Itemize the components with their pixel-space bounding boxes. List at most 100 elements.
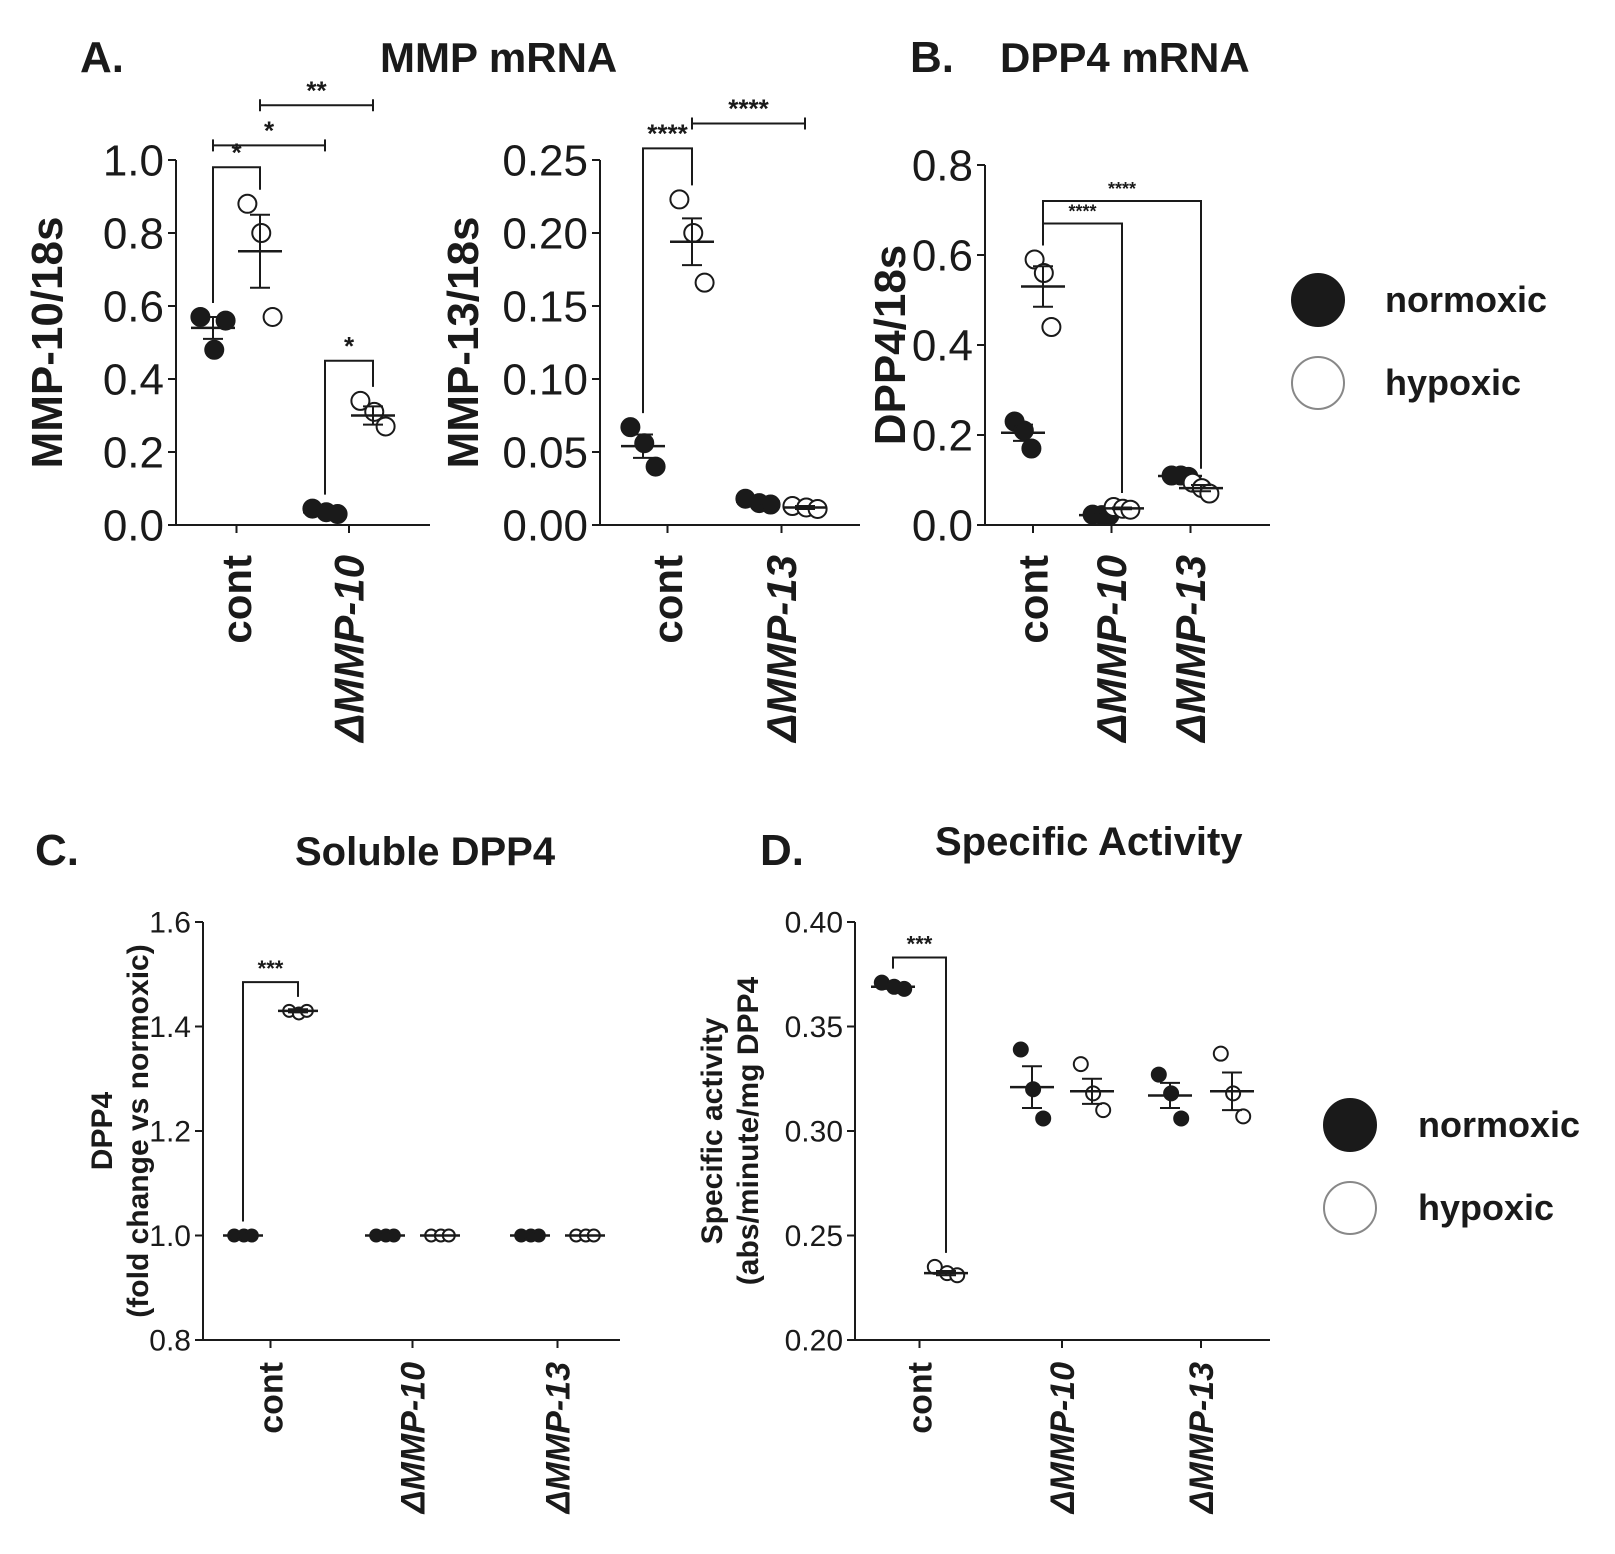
x-category-label: ΔMMP-13 [539,1362,577,1515]
data-point-hypoxic [1235,1108,1252,1125]
sig-label: **** [1068,202,1096,222]
data-point-hypoxic [262,306,283,327]
y-tick-label: 1.0 [103,136,164,185]
data-point-normoxic [634,433,655,454]
legend-hypoxic-marker [1291,356,1345,410]
y-tick-label: 0.15 [502,282,588,331]
data-point-normoxic [1025,1081,1042,1098]
y-tick-label: 0.6 [103,282,164,331]
y-tick-label: 1.0 [149,1220,191,1253]
y-tick-label: 0.20 [785,1325,843,1358]
x-category-label: cont [213,555,260,644]
panel-a-title: MMP mRNA [380,34,617,81]
data-point-normoxic [1012,1041,1029,1058]
y-axis-label: Specific activity [696,1017,729,1244]
legend-bottom: normoxic hypoxic [1323,1098,1580,1235]
x-category-label: cont [1010,555,1057,644]
y-tick-label: 0.25 [502,136,588,185]
data-point-hypoxic [1041,317,1062,337]
x-category-label: ΔMMP-10 [394,1362,432,1515]
legend-hypoxic-marker-2 [1323,1181,1377,1235]
sig-bracket [1042,200,1202,469]
y-tick-label: 0.10 [502,355,588,404]
y-tick-label: 0.8 [103,209,164,258]
sig-label: **** [647,118,688,148]
sig-bracket [324,359,374,495]
x-category-label: cont [644,555,691,644]
sig-bracket [1042,222,1123,493]
y-tick-label: 0.20 [502,209,588,258]
data-point-hypoxic [237,193,258,214]
panel-a-letter: A. [80,33,124,82]
sig-label: **** [1108,179,1136,199]
data-point-normoxic [1173,1110,1190,1127]
y-tick-label: 0.6 [912,231,973,280]
sig-label: * [264,115,275,145]
data-point-hypoxic [694,272,715,293]
sig-bracket [642,147,693,414]
x-category-label: cont [901,1362,939,1434]
x-category-label: ΔMMP-13 [758,555,805,744]
legend-hypoxic-label: hypoxic [1385,362,1521,403]
y-axis-label: DPP4 [86,1092,119,1171]
data-point-normoxic [620,417,641,438]
panel-b-letter: B. [910,33,954,82]
legend-top: normoxic hypoxic [1291,273,1547,410]
sig-label: *** [258,956,284,981]
legend-normoxic-marker [1291,273,1345,327]
sig-label: **** [728,94,769,124]
sig-bracket [212,166,261,303]
data-point-normoxic [1021,438,1042,459]
legend-normoxic-label-2: normoxic [1418,1104,1580,1145]
sig-label: * [231,137,242,167]
data-point-normoxic [1035,1110,1052,1127]
x-category-label: ΔMMP-10 [1044,1362,1082,1515]
y-axis-label: MMP-13/18s [439,217,488,469]
y-axis-label: DPP4/18s [866,245,915,446]
data-point-hypoxic [1024,249,1045,270]
data-point-normoxic [204,339,225,360]
sig-label: ** [306,75,327,105]
y-axis-label-2: (abs/minute/mg DPP4 [732,976,765,1285]
y-tick-label: 0.40 [785,907,843,940]
y-tick-label: 1.2 [149,1116,191,1149]
data-point-normoxic [760,494,781,515]
data-point-hypoxic [1212,1045,1229,1062]
y-tick-label: 0.0 [912,501,973,550]
y-tick-label: 0.4 [912,321,973,370]
x-category-label: cont [252,1362,290,1434]
data-point-hypoxic [1095,1102,1112,1119]
y-tick-label: 1.4 [149,1011,191,1044]
y-tick-label: 0.35 [785,1011,843,1044]
y-tick-label: 0.2 [912,411,973,460]
legend-normoxic-marker-2 [1323,1098,1377,1152]
y-tick-label: 0.05 [502,428,588,477]
legend-normoxic-label: normoxic [1385,279,1547,320]
x-category-label: ΔMMP-10 [326,555,373,744]
y-tick-label: 0.00 [502,501,588,550]
panel-d-letter: D. [760,826,804,875]
sig-bracket [242,981,299,1222]
panel-d-title: Specific Activity [935,820,1243,864]
sig-label: *** [907,932,933,957]
x-category-label: ΔMMP-13 [1183,1362,1221,1515]
data-point-hypoxic [1225,1085,1242,1102]
data-point-hypoxic [669,189,690,210]
x-category-label: ΔMMP-10 [1088,555,1135,744]
data-point-normoxic [1163,1085,1180,1102]
y-tick-label: 0.0 [103,501,164,550]
y-tick-label: 0.25 [785,1220,843,1253]
data-point-hypoxic [683,223,704,243]
panel-c-title: Soluble DPP4 [295,830,556,874]
sig-label: * [344,331,355,361]
y-tick-label: 0.4 [103,355,164,404]
y-tick-label: 0.8 [149,1325,191,1358]
y-tick-label: 0.2 [103,428,164,477]
x-category-label: ΔMMP-13 [1167,555,1214,744]
